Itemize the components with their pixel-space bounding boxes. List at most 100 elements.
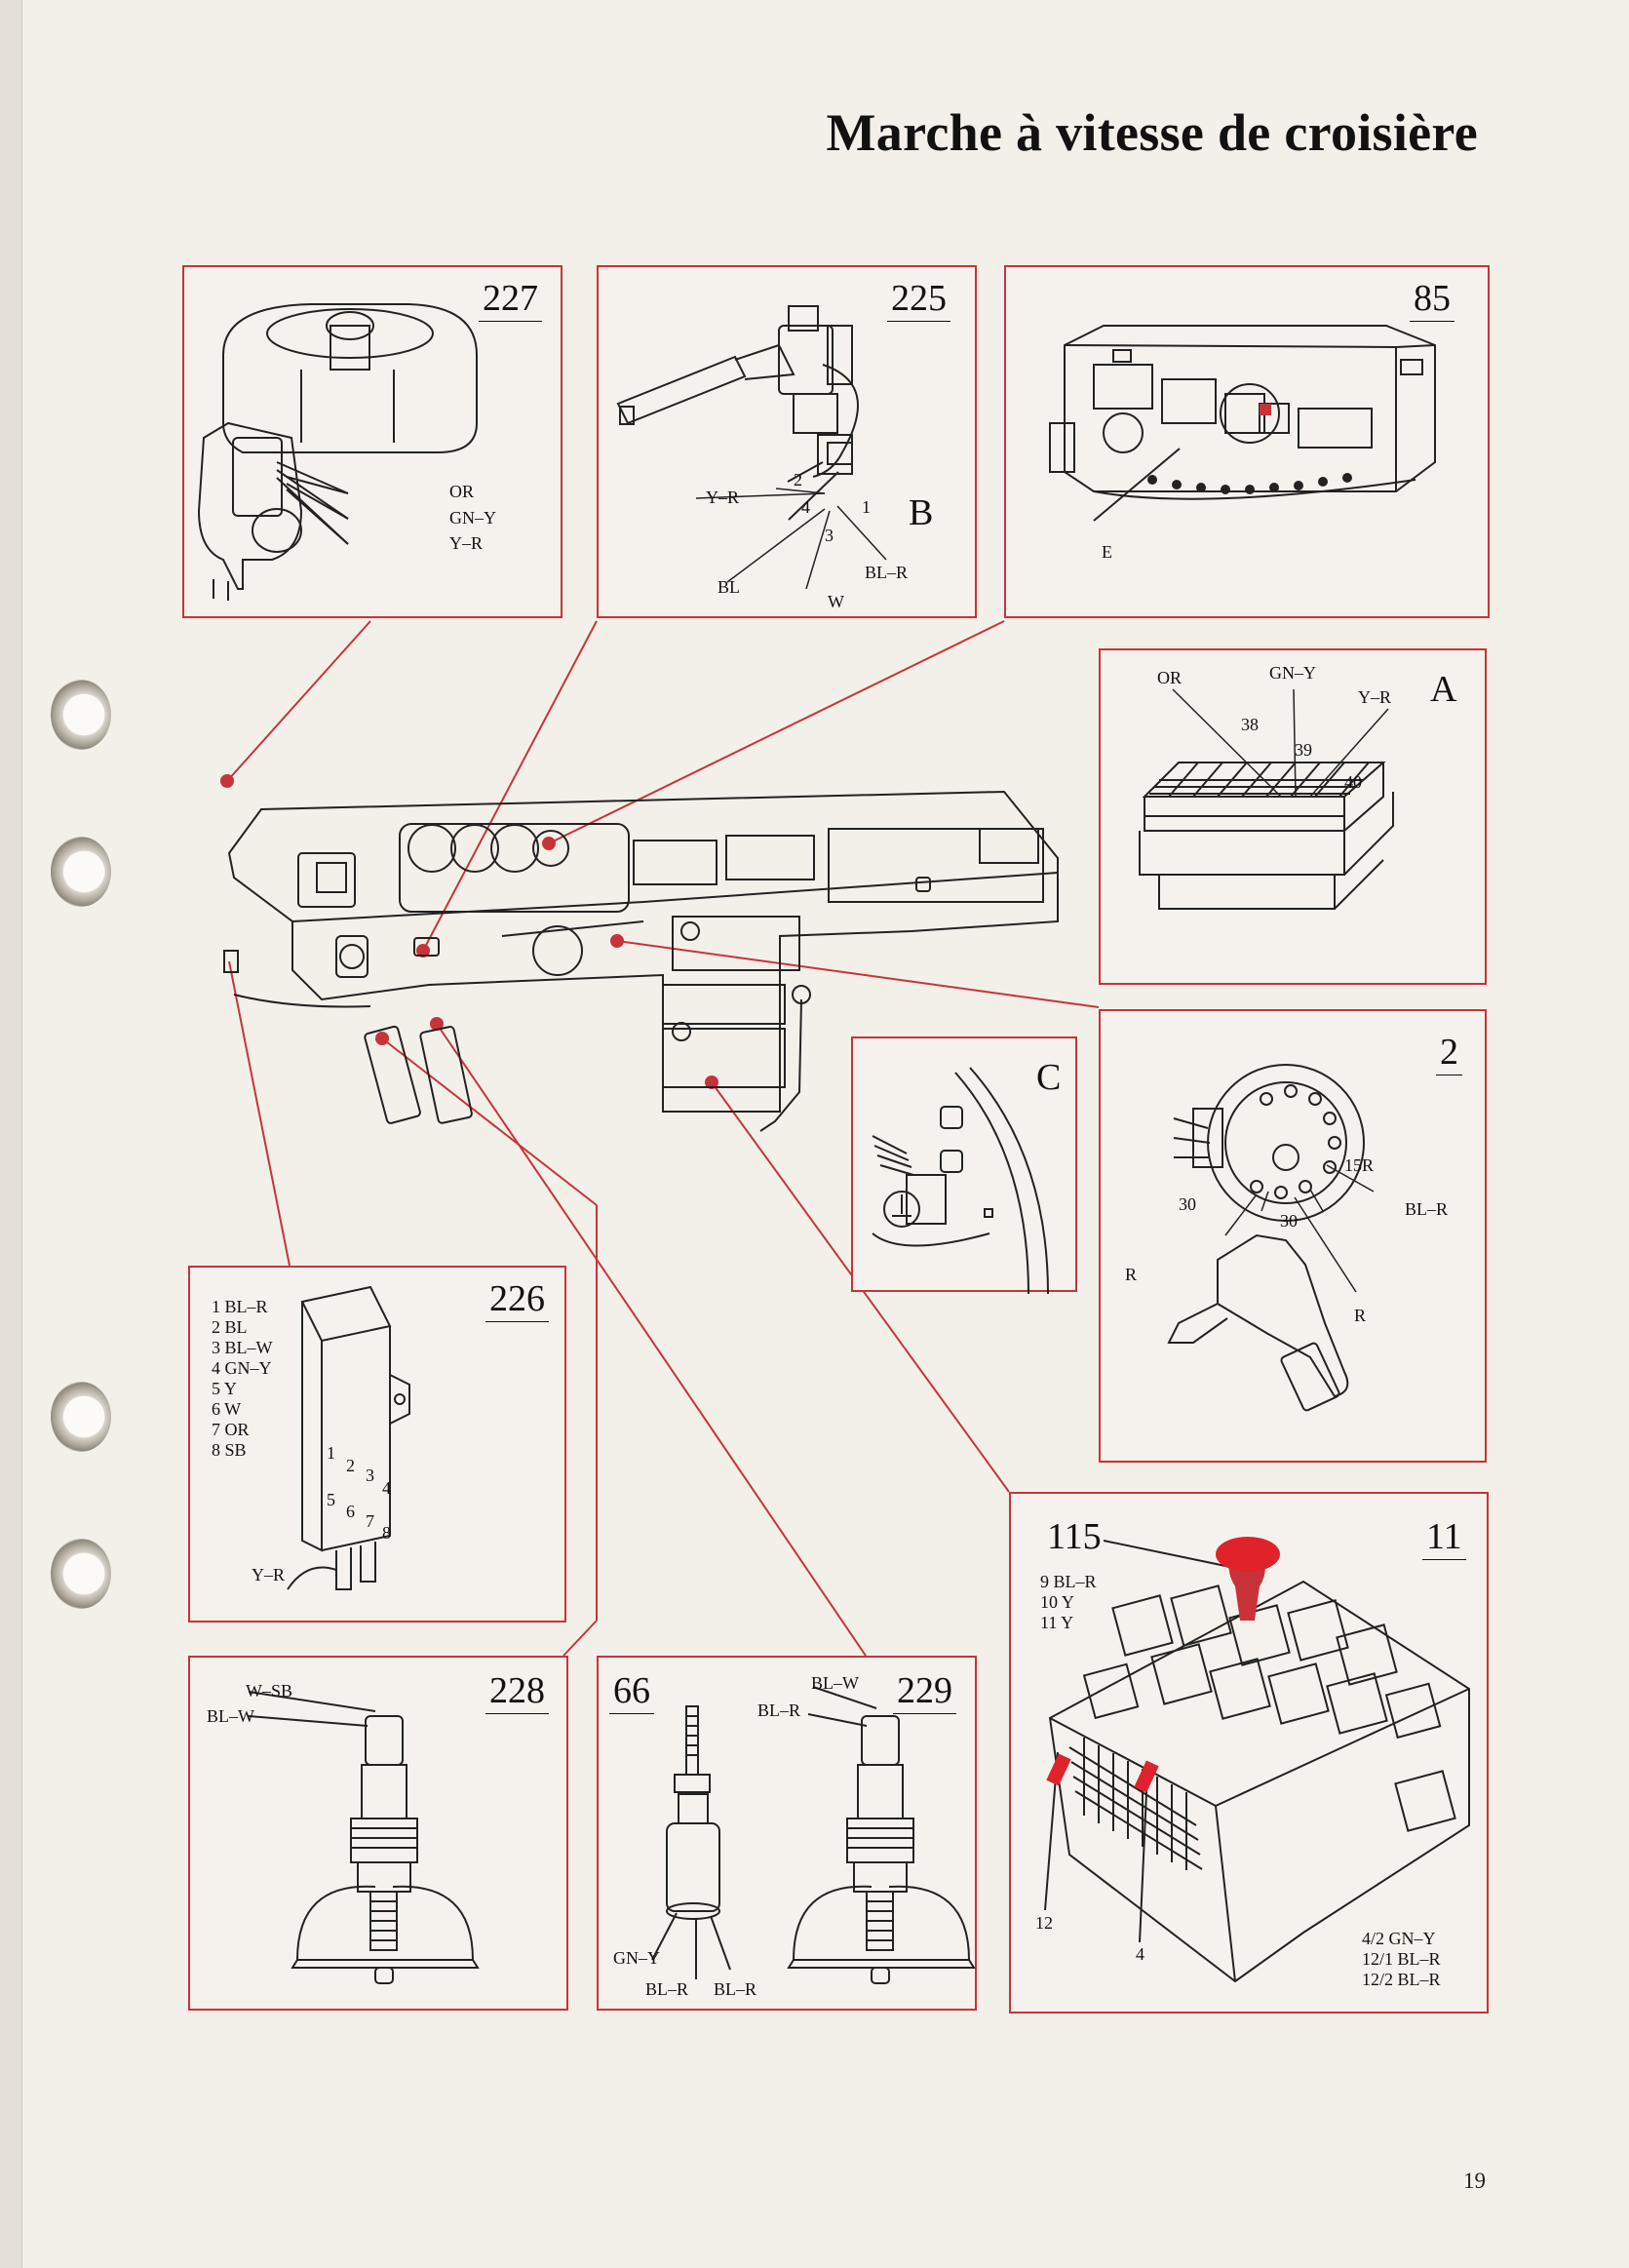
wire-label: W (828, 592, 844, 611)
wire-label: R (1354, 1306, 1367, 1325)
wire-entry: 9 BL–R (1040, 1572, 1097, 1591)
panel-letter: B (909, 492, 934, 533)
panel-number: 2 (1436, 1032, 1462, 1075)
binder-edge (0, 0, 22, 2268)
dashboard-outline (223, 790, 1059, 1132)
wire-label: GN–Y (613, 1948, 660, 1968)
wire-entry: 4 GN–Y (212, 1358, 272, 1378)
wire-label: Y–R (449, 533, 484, 553)
panel-number: 227 (479, 278, 542, 322)
panel-number: 228 (485, 1670, 549, 1714)
fuse-wire-list: 4/2 GN–Y 12/1 BL–R 12/2 BL–R (1362, 1929, 1441, 1990)
wire-entry: 8 SB (212, 1440, 247, 1460)
fuse-number: 4 (1136, 1944, 1144, 1964)
wire-label: BL–R (865, 563, 909, 582)
panel-number: 11 (1422, 1516, 1466, 1560)
wire-entry: 7 OR (212, 1420, 250, 1439)
pin-label: 1 (862, 497, 871, 517)
brake-pedal-switch-drawing (248, 1691, 480, 1984)
wire-entry: 12/1 BL–R (1362, 1949, 1441, 1969)
panel-a: A OR GN–Y Y–R 38 39 40 (1099, 648, 1487, 985)
control-module-wire-list: 1 BL–R 2 BL 3 BL–W 4 GN–Y 5 Y 6 W 7 OR 8… (212, 1297, 273, 1461)
panel-number: 66 (609, 1670, 654, 1714)
pin-number: 7 (366, 1511, 374, 1531)
wire-entry: 3 BL–W (212, 1338, 273, 1357)
relay-number: 115 (1047, 1516, 1102, 1557)
panel-number: 229 (893, 1670, 956, 1714)
wire-label: BL–W (811, 1673, 859, 1693)
punch-hole (51, 1539, 111, 1609)
pin-number: 1 (327, 1443, 335, 1463)
pin-number: 3 (366, 1466, 374, 1485)
wire-label: W–SB (246, 1681, 293, 1701)
connector-a-drawing (1139, 688, 1394, 910)
punch-hole (51, 680, 111, 750)
panel-number: 225 (887, 278, 950, 322)
page-number: 19 (1463, 2169, 1486, 2193)
punch-hole (51, 1382, 111, 1452)
panel-11: 115 11 9 BL–R 10 Y 11 Y (1009, 1492, 1489, 2014)
wire-label: Y–R (252, 1565, 286, 1584)
pin-label: 40 (1344, 772, 1362, 792)
instrument-cluster-drawing (1049, 325, 1436, 522)
pin-label: 2 (794, 470, 802, 489)
panel-2: 2 15R BL–R (1099, 1009, 1487, 1463)
ignition-switch-drawing (1167, 1064, 1375, 1412)
wire-label: BL–R (714, 1979, 757, 1999)
steering-column-switch-drawing (197, 303, 478, 601)
cruise-lever-switch-drawing (616, 305, 887, 590)
pin-label: 38 (1241, 715, 1259, 734)
pin-number: 8 (382, 1523, 391, 1543)
wire-entry: 1 BL–R (212, 1297, 268, 1316)
pin-number: 4 (382, 1478, 391, 1498)
wire-entry: 12/2 BL–R (1362, 1970, 1441, 1989)
fuse-number: 12 (1035, 1913, 1053, 1933)
panel-letter: A (1430, 669, 1457, 710)
wire-entry: 4/2 GN–Y (1362, 1929, 1436, 1948)
wire-entry: 2 BL (212, 1317, 248, 1337)
wire-label: Y–R (1358, 687, 1392, 707)
panel-66-229: 66 229 (597, 1656, 977, 2011)
wire-entry: 10 Y (1040, 1592, 1074, 1612)
wire-label: OR (449, 482, 475, 501)
page-title: Marche à vitesse de croisière (826, 103, 1478, 162)
pin-number: 5 (327, 1490, 335, 1509)
wire-label: BL–R (757, 1701, 801, 1720)
pin-number: 6 (346, 1502, 355, 1521)
panel-227: 227 OR GN–Y Y–R (182, 265, 562, 618)
relay-wire-list: 9 BL–R 10 Y 11 Y (1040, 1572, 1097, 1633)
panel-letter: C (1036, 1057, 1062, 1098)
wire-label: BL (718, 577, 741, 597)
wire-label: BL–R (645, 1979, 689, 1999)
wire-entry: 11 Y (1040, 1613, 1074, 1632)
pin-label: 3 (825, 526, 834, 545)
wire-label: BL–W (207, 1706, 254, 1726)
wire-label: BL–R (1405, 1199, 1449, 1219)
control-module-drawing (287, 1285, 410, 1590)
central-electrical-unit-drawing (1044, 1537, 1470, 1983)
terminal-label: 15R (1344, 1155, 1375, 1175)
leader-dots (220, 774, 718, 1089)
panel-c: C (851, 1036, 1077, 1295)
connector-letter: E (1102, 542, 1112, 562)
wire-label: GN–Y (449, 508, 496, 528)
terminal-label: 30 (1280, 1211, 1298, 1231)
wire-label: R (1125, 1265, 1138, 1284)
panel-number: 226 (485, 1278, 549, 1322)
panel-225: 225 2 (597, 265, 977, 618)
panel-number: 85 (1410, 278, 1454, 322)
punch-hole (51, 837, 111, 907)
wire-entry: 5 Y (212, 1379, 237, 1398)
panel-85: 85 (1004, 265, 1490, 618)
panel-226: 226 1 BL–R 2 BL 3 BL–W 4 GN–Y 5 Y 6 W 7 … (188, 1266, 566, 1623)
clutch-brake-switches-drawing (651, 1686, 976, 1984)
ground-point-drawing (872, 1067, 1049, 1295)
panel-228: 228 W–SB BL–W (188, 1656, 568, 2011)
terminal-label: 30 (1179, 1194, 1196, 1214)
wire-entry: 6 W (212, 1399, 242, 1419)
wire-label: Y–R (706, 488, 740, 507)
pin-label: 39 (1295, 740, 1312, 760)
wire-label: GN–Y (1269, 663, 1316, 683)
